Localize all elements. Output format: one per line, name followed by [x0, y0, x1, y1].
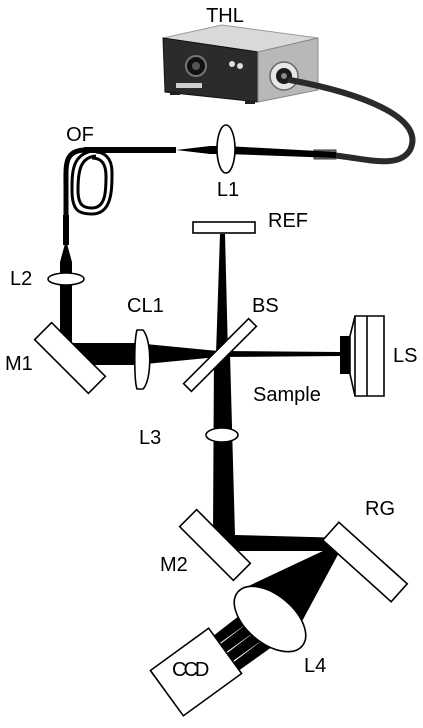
thl-light-source: [162, 24, 319, 104]
label-l4: L4: [304, 655, 326, 677]
label-m1: M1: [5, 353, 33, 375]
label-l1: L1: [217, 179, 239, 201]
beam-thl-to-l1: [176, 146, 336, 158]
ccd-camera: [149, 627, 243, 717]
lens-l4: [233, 585, 307, 653]
label-cl1: CL1: [127, 295, 164, 317]
beam-m2-to-rg: [213, 535, 348, 551]
lens-l2: [47, 272, 85, 286]
label-ccd: CCD: [172, 659, 209, 681]
label-m2: M2: [160, 554, 188, 576]
beam-bs-to-sample: [218, 351, 340, 357]
cylindrical-lens-cl1: [133, 329, 151, 390]
fiber-cable: [287, 77, 416, 165]
mirror-m1: [33, 321, 107, 395]
label-ref: REF: [268, 210, 308, 232]
beam-splitter-bs: [182, 317, 258, 393]
label-ls: LS: [393, 345, 417, 367]
beam-ref-to-bs: [216, 234, 228, 354]
reference-mirror: [192, 221, 256, 234]
lens-l1: [216, 124, 236, 174]
label-rg: RG: [365, 498, 395, 520]
lens-l3: [205, 427, 239, 443]
label-l2: L2: [10, 268, 32, 290]
mirror-m2: [178, 508, 252, 582]
optical-fiber: [63, 147, 176, 245]
label-thl: THL: [206, 5, 244, 27]
label-l3: L3: [139, 427, 161, 449]
light-source-ls: [340, 315, 385, 397]
brand-plate: [176, 83, 202, 88]
label-of: OF: [66, 124, 94, 146]
beam-bs-to-m2: [213, 354, 235, 535]
label-sample: Sample: [253, 384, 321, 406]
beam-fiber-output-arrow: [60, 240, 72, 262]
reflection-grating-rg: [321, 521, 409, 603]
label-bs: BS: [252, 295, 279, 317]
